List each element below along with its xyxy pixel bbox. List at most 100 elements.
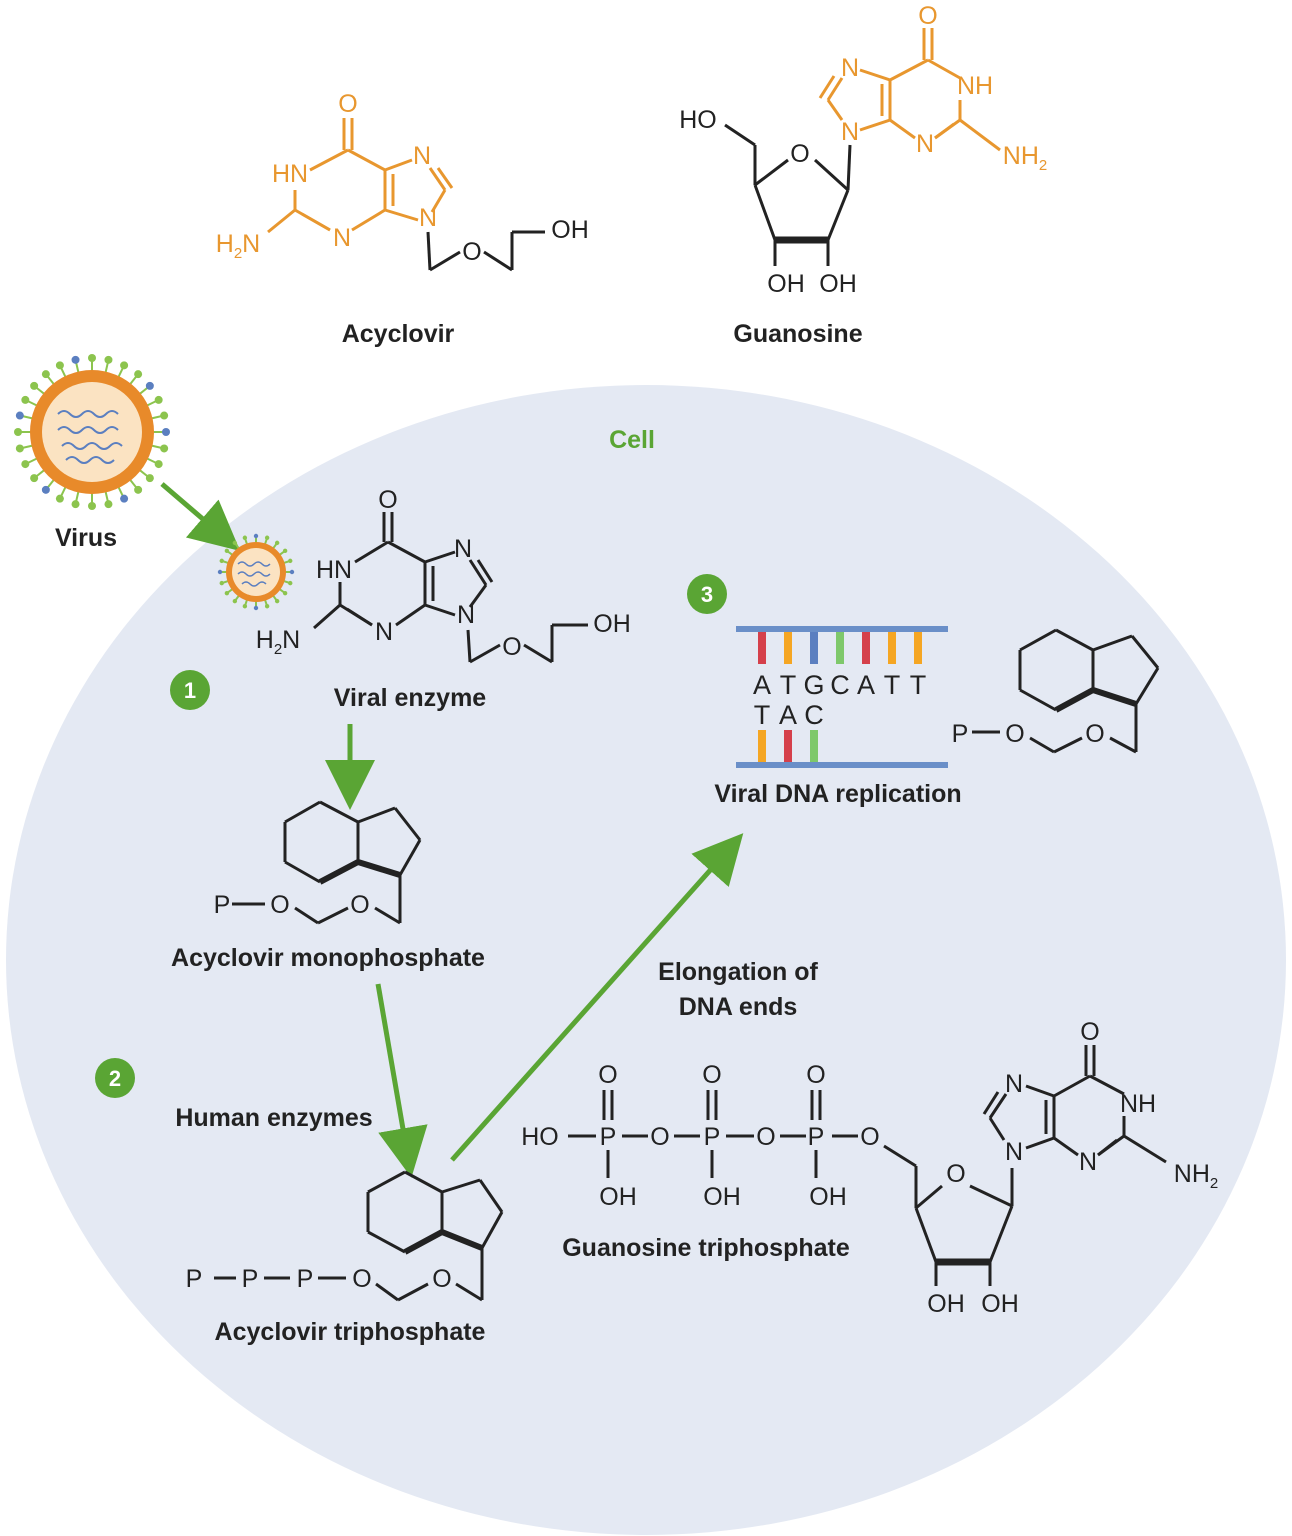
atom-O-top-1: O (598, 1061, 617, 1089)
elongation-label-line1: Elongation of (658, 958, 818, 986)
virus-label: Virus (55, 524, 117, 552)
cell-label: Cell (609, 426, 655, 454)
acyclovir-label: Acyclovir (342, 320, 455, 348)
dna-base-letter: A (857, 670, 875, 700)
human-enzymes-label: Human enzymes (175, 1104, 372, 1132)
step-number-2: 2 (109, 1066, 121, 1091)
dna-base-letter: T (780, 670, 797, 700)
guanosine-structure: O NH N N N NH2 O HO OH OH Guanosine (679, 2, 1047, 348)
atom-N9: N (419, 204, 437, 232)
atom-N7: N (841, 54, 859, 82)
acyclovir-in-cell: O HN N N N H2N O OH (256, 486, 631, 664)
triphosphate-label: Acyclovir triphosphate (215, 1318, 486, 1346)
atom-OH-3: OH (981, 1290, 1019, 1318)
dna-base-letter: A (753, 670, 771, 700)
dna-base-letter: T (910, 670, 927, 700)
atom-OH-p3: OH (809, 1183, 847, 1211)
atom-O-bridge-3: O (860, 1123, 879, 1151)
atom-O-bridge-1: O (650, 1123, 669, 1151)
atom-O-guanine: O (1080, 1018, 1099, 1046)
atom-NH: NH (1120, 1090, 1156, 1118)
dna-base-letter: C (804, 700, 824, 730)
atom-N7: N (1005, 1070, 1023, 1098)
viral-dna-replication-label: Viral DNA replication (714, 780, 961, 808)
viral-enzyme-label: Viral enzyme (334, 684, 487, 712)
dna-base-letter: G (803, 670, 824, 700)
atom-OH-2: OH (927, 1290, 965, 1318)
step-number-1: 1 (184, 678, 196, 703)
atom-N9: N (841, 118, 859, 146)
atom-OH-p2: OH (703, 1183, 741, 1211)
gtp-structure: HO P O P O P O O O O OH OH OH Guanosine … (521, 1018, 1218, 1318)
atom-N9: N (1005, 1138, 1023, 1166)
atom-N7: N (454, 535, 472, 563)
atom-P-3: P (297, 1265, 314, 1293)
dna-top-backbone (736, 626, 948, 632)
atom-P-gamma: P (808, 1123, 825, 1151)
dna-base-letter: C (830, 670, 850, 700)
atom-N9: N (457, 601, 475, 629)
atom-N7: N (413, 142, 431, 170)
acyclovir-monophosphate-structure: P O O Acyclovir monophosphate (171, 800, 485, 972)
atom-O: O (378, 486, 397, 514)
atom-N3: N (375, 618, 393, 646)
atom-N3: N (916, 130, 934, 158)
atom-O-1: O (352, 1265, 371, 1293)
atom-P-1: P (186, 1265, 203, 1293)
atom-HO: HO (521, 1123, 559, 1151)
atom-O-1: O (270, 891, 289, 919)
atom-O: O (918, 2, 937, 30)
dna-base-bar (784, 632, 792, 664)
atom-OH: OH (551, 216, 589, 244)
atom-NH: NH (957, 72, 993, 100)
atom-HN: HN (272, 160, 308, 188)
acyclovir-chain-terminator: P O O (952, 628, 1160, 754)
atom-O-2: O (1085, 720, 1104, 748)
monophosphate-label: Acyclovir monophosphate (171, 944, 485, 972)
atom-P-2: P (242, 1265, 259, 1293)
virus-icon (14, 354, 170, 510)
atom-P: P (214, 891, 231, 919)
dna-base-bar (758, 730, 766, 762)
atom-O-top-3: O (806, 1061, 825, 1089)
atom-O-2: O (432, 1265, 451, 1293)
step-badge-3 (687, 574, 727, 614)
atom-H2N: H2N (256, 626, 300, 658)
atom-OH: OH (593, 610, 631, 638)
dna-base-bar (914, 632, 922, 664)
dna-base-bar (888, 632, 896, 664)
atom-O-ring: O (790, 140, 809, 168)
dna-base-letter: T (884, 670, 901, 700)
dna-base-bar (758, 632, 766, 664)
atom-O-1: O (1005, 720, 1024, 748)
step-number-3: 3 (701, 582, 713, 607)
dna-base-bar (836, 632, 844, 664)
dna-base-bar (810, 632, 818, 664)
dna-base-bar (862, 632, 870, 664)
arrow-virus-entry (160, 482, 241, 552)
atom-O-2: O (350, 891, 369, 919)
atom-O: O (338, 90, 357, 118)
atom-P-beta: P (704, 1123, 721, 1151)
arrow-elongation (450, 833, 744, 1162)
dna-bottom-backbone (736, 762, 948, 768)
atom-N3: N (1079, 1148, 1097, 1176)
atom-NH2: NH2 (1174, 1160, 1218, 1192)
dna-base-bar (810, 730, 818, 762)
step-badge-1 (170, 670, 210, 710)
dna-base-letter: A (779, 700, 797, 730)
atom-P-alpha: P (600, 1123, 617, 1151)
atom-H2N: H2N (216, 230, 260, 262)
atom-O-ring: O (946, 1160, 965, 1188)
cell-body (6, 385, 1286, 1535)
atom-OH-2: OH (767, 270, 805, 298)
dna-base-bar (784, 730, 792, 762)
atom-OH-p1: OH (599, 1183, 637, 1211)
atom-O-ether: O (502, 633, 521, 661)
step-badge-2 (95, 1058, 135, 1098)
atom-O-top-2: O (702, 1061, 721, 1089)
atom-O-bridge-2: O (756, 1123, 775, 1151)
atom-OH-3: OH (819, 270, 857, 298)
